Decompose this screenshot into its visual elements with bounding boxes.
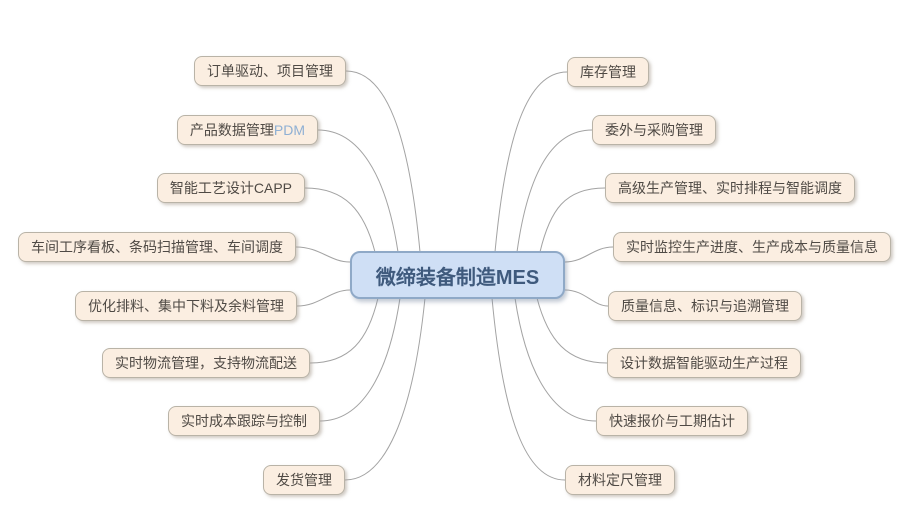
connector-line: [344, 297, 426, 481]
branch-node-quality-traceability: 质量信息、标识与追溯管理: [608, 291, 802, 322]
branch-node-nesting-cutting-management: 优化排料、集中下料及余料管理: [75, 291, 297, 322]
branch-node-capp: 智能工艺设计CAPP: [156, 173, 305, 204]
branch-node-outsourcing-procurement: 委外与采购管理: [592, 115, 716, 146]
connector-line: [295, 246, 351, 263]
connector-line: [317, 129, 399, 253]
connector-line: [304, 187, 376, 253]
branch-node-shipping-management: 发货管理: [263, 465, 345, 496]
connector-line: [345, 70, 421, 253]
branch-node-design-data-driven-production: 设计数据智能驱动生产过程: [607, 348, 801, 379]
connector-line: [564, 246, 614, 263]
connector-line: [564, 289, 609, 307]
connector-line: [296, 289, 351, 307]
branch-node-logistics-management: 实时物流管理，支持物流配送: [102, 348, 310, 379]
connector-line: [514, 297, 597, 422]
branch-node-material-sizing-management: 材料定尺管理: [565, 465, 675, 496]
branch-node-quotation-leadtime-estimate: 快速报价与工期估计: [596, 406, 748, 437]
connector-line: [536, 297, 608, 364]
connector-line: [539, 187, 606, 253]
connector-line: [319, 297, 401, 422]
branch-node-pdm-suffix: PDM: [273, 122, 305, 138]
center-node-mes: 微缔装备制造MES: [350, 251, 565, 299]
branch-node-inventory-management: 库存管理: [567, 57, 649, 88]
branch-node-realtime-monitoring: 实时监控生产进度、生产成本与质量信息: [613, 232, 891, 263]
branch-node-advanced-production-scheduling: 高级生产管理、实时排程与智能调度: [605, 173, 855, 204]
branch-node-pdm-label: 产品数据管理: [189, 122, 274, 138]
connector-line: [516, 129, 593, 253]
connector-line: [491, 297, 566, 481]
branch-node-pdm: 产品数据管理PDM: [176, 115, 318, 146]
connector-line: [309, 297, 379, 364]
connector-line: [494, 71, 568, 253]
branch-node-workshop-kanban-barcode-dispatch: 车间工序看板、条码扫描管理、车间调度: [18, 232, 296, 263]
branch-node-cost-tracking-control: 实时成本跟踪与控制: [168, 406, 320, 437]
branch-node-order-project-management: 订单驱动、项目管理: [194, 56, 346, 87]
